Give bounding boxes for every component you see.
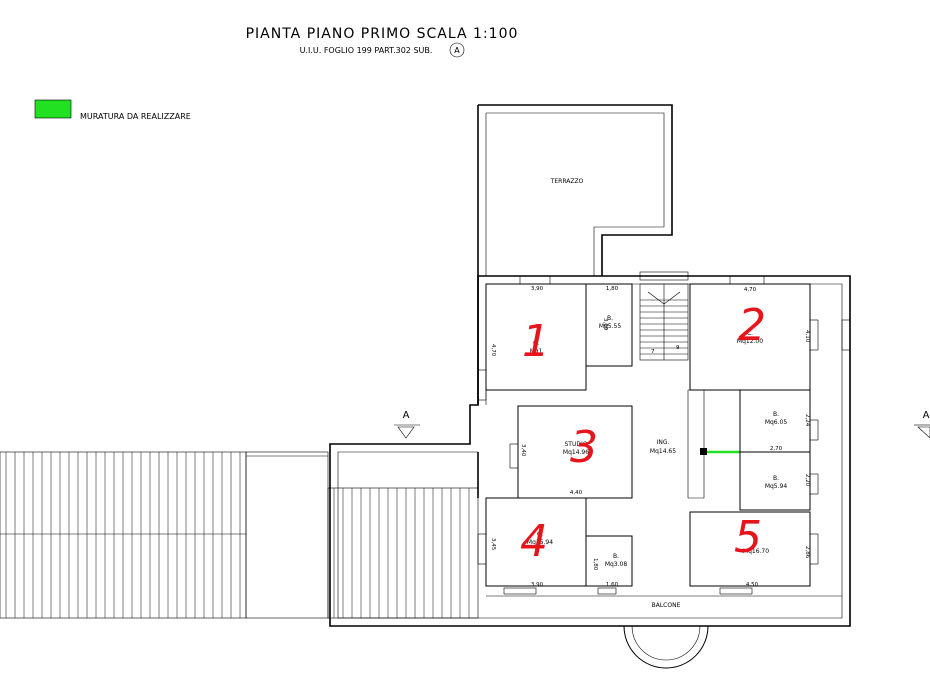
dim-450: 4,50	[746, 582, 759, 588]
roof-hatch-left	[0, 451, 329, 619]
room-c5-area: Mq16.70	[743, 548, 769, 555]
terrazzo-label: TERRAZZO	[550, 178, 584, 185]
room-studio-label: STUDIO	[565, 441, 588, 448]
dim-470-v: 4,70	[490, 344, 496, 357]
dim-270: 2,70	[770, 446, 783, 452]
balcony-bay-inner	[631, 625, 701, 661]
ing-partition	[687, 389, 705, 499]
dim-470: 4,70	[744, 287, 757, 293]
legend-swatch	[34, 99, 72, 119]
room-ing-label: ING.	[657, 439, 670, 446]
dim-286: 2,86	[804, 546, 810, 559]
dim-440: 4,40	[570, 490, 583, 496]
handwritten-number-3: 3	[570, 422, 598, 473]
room-b3-label: B.	[773, 475, 779, 482]
sub-circle	[449, 42, 465, 58]
room-b2-area: Mq6.05	[765, 419, 788, 426]
balcone-label: BALCONE	[652, 602, 681, 609]
dim-309: 3,09	[602, 318, 608, 331]
room-b2-label: B.	[773, 411, 779, 418]
svg-text:7: 7	[651, 349, 655, 355]
room-b4-label: B.	[613, 553, 619, 560]
dim-340: 3,40	[520, 444, 526, 457]
room-b1-label: B.	[607, 315, 613, 322]
page-title: PIANTA PIANO PRIMO SCALA 1:100	[246, 26, 519, 42]
dim-160: 1,60	[606, 582, 619, 588]
dim-390-bot: 3,90	[531, 582, 544, 588]
room-c1-area: Mq1	[530, 348, 543, 355]
room-ing-area: Mq14.65	[650, 448, 676, 455]
room-b4-area: Mq3.08	[605, 561, 628, 568]
room-studio-area: Mq14.96	[563, 449, 589, 456]
dim-180: 1,80	[606, 286, 619, 292]
svg-text:A: A	[403, 410, 410, 421]
terrace	[477, 104, 673, 276]
room-c4-area: Mq15.94	[527, 539, 553, 546]
room-c2-label: C.	[747, 330, 753, 337]
room-c4-label: C.	[537, 531, 543, 538]
staircase: 7 9	[639, 283, 689, 361]
room-b1	[585, 283, 633, 367]
legend-label: MURATURA DA REALIZZARE	[80, 112, 191, 121]
handwritten-number-5: 5	[734, 512, 762, 563]
page-subtitle: U.I.U. FOGLIO 199 PART.302 SUB.	[300, 46, 433, 55]
dim-410: 4,10	[804, 330, 810, 343]
room-b3-area: Mq5.94	[765, 483, 788, 490]
room-b1-area: Mq5.55	[599, 323, 622, 330]
section-mark-left: A	[394, 410, 420, 439]
handwritten-number-1: 1	[522, 316, 550, 367]
dim-345: 3,45	[490, 538, 496, 551]
handwritten-number-4: 4	[520, 516, 548, 567]
roof-hatch-mid	[327, 487, 479, 619]
svg-text:9: 9	[676, 345, 680, 351]
sub-circle-letter: A	[454, 46, 460, 55]
room-b4	[585, 535, 633, 587]
dim-224: 2,24	[804, 414, 810, 427]
svg-text:A: A	[923, 410, 930, 421]
room-c2-area: Mq12.00	[737, 338, 763, 345]
flue-block	[700, 448, 707, 455]
handwritten-number-2: 2	[738, 300, 766, 351]
dim-180-v: 1,80	[592, 558, 598, 571]
section-mark-right: A	[914, 410, 930, 439]
windows	[477, 271, 851, 595]
balcony-bay-outer	[623, 625, 709, 669]
dim-220: 2,20	[804, 474, 810, 487]
dim-390-top: 3,90	[531, 286, 544, 292]
room-c1-label: C.	[533, 340, 539, 347]
